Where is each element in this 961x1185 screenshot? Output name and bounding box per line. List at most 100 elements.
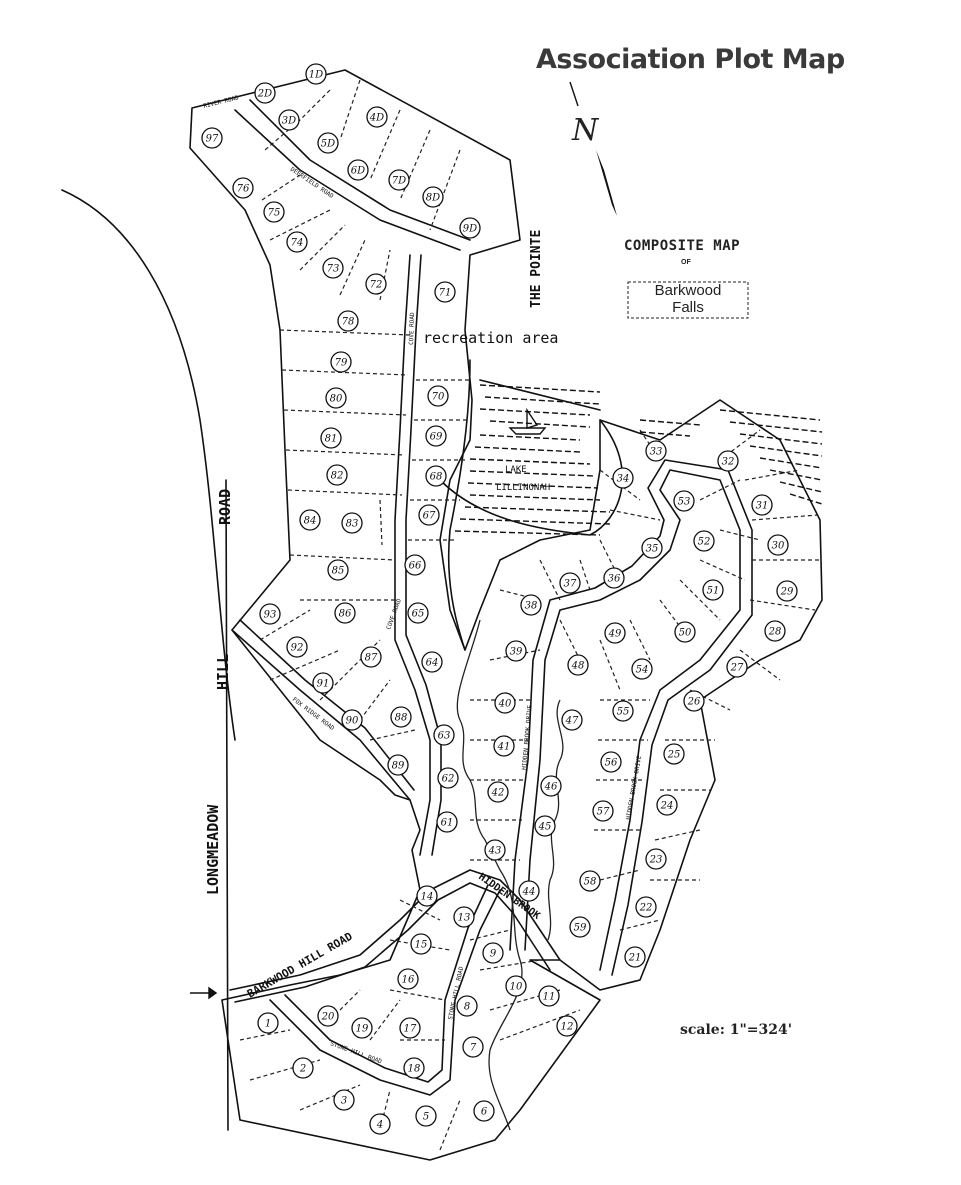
lot-circle bbox=[326, 464, 348, 486]
lot-marker: 75 bbox=[263, 201, 285, 223]
lot-circle bbox=[505, 640, 527, 662]
lot-marker: 88 bbox=[390, 706, 412, 728]
lot-number: 38 bbox=[525, 601, 538, 612]
lot-number: 85 bbox=[332, 566, 345, 577]
shoreline bbox=[61, 189, 236, 741]
lot-number: 68 bbox=[430, 472, 443, 483]
lot-marker: 73 bbox=[322, 257, 344, 279]
lot-circle bbox=[764, 620, 786, 642]
lot-circle bbox=[674, 621, 696, 643]
lot-number: 3 bbox=[341, 1096, 347, 1107]
lot-circle bbox=[487, 781, 509, 803]
lot-circle bbox=[645, 440, 667, 462]
label-hill: HILL bbox=[214, 654, 232, 690]
lot-marker: 63 bbox=[433, 724, 455, 746]
lot-circle bbox=[459, 217, 481, 239]
lot-marker: 46 bbox=[540, 775, 562, 797]
lot-marker: 17 bbox=[399, 1017, 421, 1039]
lot-circle bbox=[333, 1089, 355, 1111]
lot-marker: 66 bbox=[404, 554, 426, 576]
lot-marker: 11 bbox=[538, 985, 560, 1007]
lot-number: 44 bbox=[522, 887, 536, 898]
lot-marker: 24 bbox=[656, 794, 678, 816]
stream bbox=[456, 619, 523, 1131]
lot-circle bbox=[520, 594, 542, 616]
lot-circle bbox=[286, 636, 308, 658]
lot-marker: 16 bbox=[397, 968, 419, 990]
entrance-arrow-icon bbox=[190, 986, 218, 1000]
lot-number: 23 bbox=[649, 855, 663, 866]
lot-marker: 90 bbox=[341, 709, 363, 731]
lot-number: 79 bbox=[335, 358, 348, 369]
lot-circle bbox=[399, 1017, 421, 1039]
lot-number: 82 bbox=[331, 471, 344, 482]
lot-circle bbox=[232, 177, 254, 199]
lot-circle bbox=[624, 946, 646, 968]
lot-marker: 91 bbox=[312, 672, 334, 694]
lot-marker: 5 bbox=[415, 1105, 437, 1127]
lot-number: 13 bbox=[458, 913, 471, 924]
lot-circle bbox=[693, 530, 715, 552]
lot-marker: 55 bbox=[612, 700, 634, 722]
label-hidden-brook-drive: HIDDEN BROOK DRIVE bbox=[521, 704, 534, 770]
lot-number: 1 bbox=[265, 1019, 271, 1030]
lot-number: 7D bbox=[392, 176, 406, 187]
lot-number: 80 bbox=[330, 394, 343, 405]
lot-circle bbox=[751, 494, 773, 516]
lot-marker: 39 bbox=[505, 640, 527, 662]
lot-marker: 93 bbox=[259, 603, 281, 625]
lot-number: 61 bbox=[441, 818, 454, 829]
lot-circle bbox=[263, 201, 285, 223]
lot-circle bbox=[415, 1105, 437, 1127]
lot-marker: 10 bbox=[505, 975, 527, 997]
lot-number: 39 bbox=[510, 647, 523, 658]
lot-marker: 48 bbox=[567, 654, 589, 676]
lot-marker: 69 bbox=[425, 425, 447, 447]
lot-circle bbox=[717, 450, 739, 472]
lot-number: 2D bbox=[257, 89, 272, 100]
lot-circle bbox=[645, 848, 667, 870]
lot-number: 55 bbox=[617, 707, 630, 718]
lot-number: 86 bbox=[339, 609, 352, 620]
lot-marker: 56 bbox=[600, 751, 622, 773]
lot-marker: 25 bbox=[663, 743, 685, 765]
lot-number: 71 bbox=[439, 288, 452, 299]
lot-marker: 20 bbox=[317, 1005, 339, 1027]
lot-number: 66 bbox=[409, 561, 422, 572]
lot-marker: 8 bbox=[456, 995, 478, 1017]
lot-marker: 65 bbox=[407, 602, 429, 624]
lot-circle bbox=[540, 775, 562, 797]
lot-marker: 45 bbox=[534, 815, 556, 837]
lot-number: 78 bbox=[342, 317, 355, 328]
lot-number: 64 bbox=[426, 658, 439, 669]
lot-number: 32 bbox=[722, 457, 735, 468]
lot-circle bbox=[337, 310, 359, 332]
lot-circle bbox=[421, 651, 443, 673]
lot-circle bbox=[631, 658, 653, 680]
cove-road bbox=[394, 254, 431, 856]
lot-number: 83 bbox=[346, 519, 359, 530]
lot-number: 34 bbox=[617, 474, 630, 485]
logo-frame bbox=[627, 281, 749, 319]
lot-marker: 84 bbox=[299, 509, 321, 531]
lot-circle bbox=[569, 916, 591, 938]
lot-marker: 28 bbox=[764, 620, 786, 642]
lot-number: 1D bbox=[309, 70, 323, 81]
label-the-pointe: THE POINTE bbox=[529, 230, 544, 308]
lot-number: 81 bbox=[325, 434, 338, 445]
lot-circle bbox=[407, 602, 429, 624]
lot-marker: 31 bbox=[751, 494, 773, 516]
lot-number: 4 bbox=[376, 1120, 383, 1131]
lot-circle bbox=[433, 724, 455, 746]
lot-circle bbox=[299, 509, 321, 531]
lot-circle bbox=[347, 159, 369, 181]
lot-number: 29 bbox=[780, 587, 794, 598]
of-label: OF bbox=[681, 259, 691, 266]
lot-marker: 71 bbox=[434, 281, 456, 303]
lot-number: 76 bbox=[237, 184, 250, 195]
lot-number: 9 bbox=[490, 949, 497, 960]
lot-circle bbox=[325, 387, 347, 409]
lot-circle bbox=[286, 231, 308, 253]
lot-circle bbox=[776, 580, 798, 602]
